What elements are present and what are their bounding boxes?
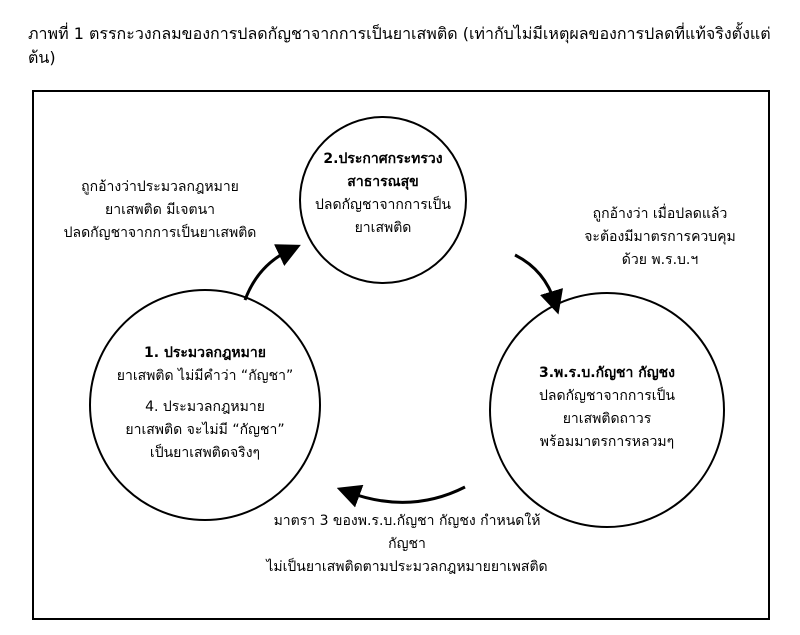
arrow-2-to-3: [514, 253, 563, 315]
edge-bottom-line: ไม่เป็นยาเสพติดตามประมวลกฎหมายยาเพสติด: [266, 559, 548, 575]
node-3-heading: 3.พ.ร.บ.กัญชา กัญชง: [538, 365, 676, 381]
node-4-line: 4. ประมวลกฎหมาย: [145, 399, 265, 415]
edge-bottom-line: กัญชา: [388, 536, 426, 552]
edge-bottom-line: มาตรา 3 ของพ.ร.บ.กัญชา กัญชง กำหนดให้: [273, 513, 541, 529]
node-2-body-line: ปลดกัญชาจากการเป็น: [315, 197, 451, 213]
edge-left-line: ถูกอ้างว่าประมวลกฎหมาย: [81, 179, 239, 195]
arrow-3-to-1: [336, 484, 466, 508]
node-1-body-line: ยาเสพติด ไม่มีคำว่า “กัญชา”: [116, 368, 294, 384]
edge-right-line: ถูกอ้างว่า เมื่อปลดแล้ว: [592, 206, 728, 222]
node-3-body-line: พร้อมมาตรการหลวมๆ: [539, 434, 675, 450]
node-1-text: 1. ประมวลกฎหมาย ยาเสพติด ไม่มีคำว่า “กัญ…: [117, 342, 293, 465]
node-2-heading-line: สาธารณสุข: [347, 174, 419, 190]
node-4-line: เป็นยาเสพติดจริงๆ: [149, 445, 261, 461]
node-2-text: 2.ประกาศกระทรวง สาธารณสุข ปลดกัญชาจากการ…: [315, 148, 451, 240]
circle-node-3: [489, 292, 725, 528]
figure-title: ภาพที่ 1 ตรรกะวงกลมของการปลดกัญชาจากการเ…: [28, 24, 771, 67]
edge-right-line: จะต้องมีมาตรการควบคุม: [584, 229, 736, 245]
circle-node-2: [299, 116, 467, 284]
edge-right-label: ถูกอ้างว่า เมื่อปลดแล้ว จะต้องมีมาตรการค…: [584, 203, 736, 272]
node-2-heading-line: 2.ประกาศกระทรวง: [323, 151, 443, 167]
node-4-line: ยาเสพติด จะไม่มี “กัญชา”: [125, 422, 285, 438]
diagram-frame: [32, 90, 770, 620]
node-1-heading: 1. ประมวลกฎหมาย: [144, 345, 266, 361]
node-3-body-line: ยาเสพติดถาวร: [562, 411, 652, 427]
edge-right-line: ด้วย พ.ร.บ.ฯ: [621, 252, 699, 268]
edge-left-line: ปลดกัญชาจากการเป็นยาเสพติด: [63, 225, 257, 241]
arrow-1-to-2: [243, 244, 301, 301]
circle-node-1-4: [89, 289, 321, 521]
edge-bottom-label: มาตรา 3 ของพ.ร.บ.กัญชา กัญชง กำหนดให้ กั…: [266, 510, 547, 579]
edge-left-label: ถูกอ้างว่าประมวลกฎหมาย ยาเสพติด มีเจตนา …: [64, 176, 257, 245]
node-2-body-line: ยาเสพติด: [354, 220, 412, 236]
node-3-body-line: ปลดกัญชาจากการเป็น: [539, 388, 675, 404]
edge-left-line: ยาเสพติด มีเจตนา: [105, 202, 215, 218]
node-3-text: 3.พ.ร.บ.กัญชา กัญชง ปลดกัญชาจากการเป็น ย…: [539, 362, 675, 454]
